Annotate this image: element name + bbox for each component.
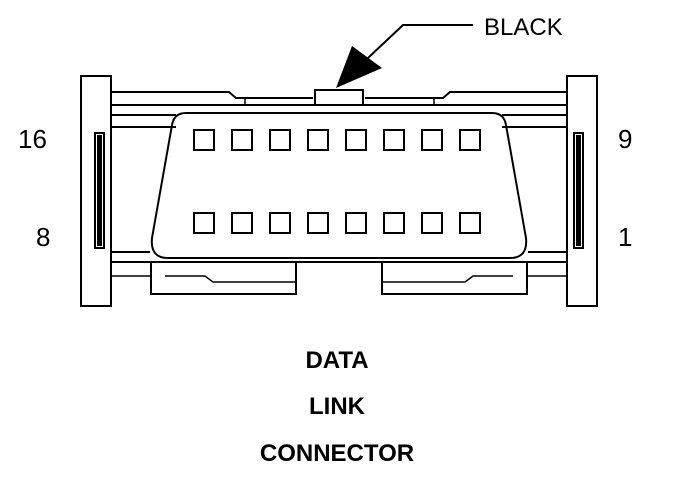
- left-end-bracket: [80, 75, 112, 307]
- pin-socket-11: [383, 129, 405, 151]
- pin-label-9: 9: [618, 124, 632, 154]
- pin-row-top: [193, 129, 481, 151]
- pin-socket-10: [421, 129, 443, 151]
- connector-face: [150, 112, 528, 259]
- bottom-rails: [111, 251, 567, 295]
- callout-leader-line: [367, 24, 473, 59]
- pin-socket-1: [459, 212, 481, 234]
- pin-socket-4: [345, 212, 367, 234]
- top-rails: [111, 89, 567, 128]
- pin-socket-6: [269, 212, 291, 234]
- callout-arrowhead: [336, 46, 382, 88]
- pin-label-8: 8: [36, 222, 50, 252]
- pin-socket-7: [231, 212, 253, 234]
- pin-socket-9: [459, 129, 481, 151]
- caption-line-data: DATA: [305, 347, 368, 374]
- pin-label-16: 16: [18, 124, 47, 154]
- pin-socket-8: [193, 212, 215, 234]
- pin-socket-14: [269, 129, 291, 151]
- pin-label-1: 1: [618, 222, 632, 252]
- pin-socket-12: [345, 129, 367, 151]
- pin-row-bottom: [193, 212, 481, 234]
- caption-line-connector: CONNECTOR: [260, 440, 414, 467]
- right-end-bracket: [566, 75, 598, 307]
- pin-socket-5: [307, 212, 329, 234]
- pin-socket-13: [307, 129, 329, 151]
- callout-label-black: BLACK: [484, 14, 563, 41]
- pin-socket-16: [193, 129, 215, 151]
- caption-line-link: LINK: [309, 393, 366, 420]
- pin-socket-2: [421, 212, 443, 234]
- pin-socket-3: [383, 212, 405, 234]
- pin-socket-15: [231, 129, 253, 151]
